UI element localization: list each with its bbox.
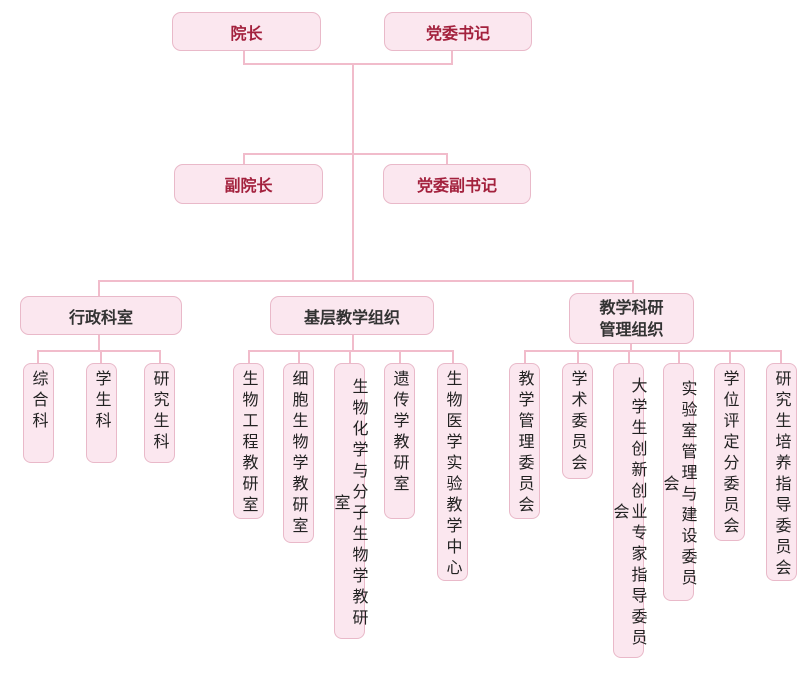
vice-dean-box: 副院长 <box>174 164 323 204</box>
vice-dean-label: 副院长 <box>224 176 273 195</box>
connector <box>446 153 448 164</box>
unit-box: 遗传学教研室 <box>384 363 415 519</box>
dean-box: 院长 <box>172 12 321 51</box>
unit-box: 学位评定分委员会 <box>714 363 745 541</box>
party-secretary-box: 党委书记 <box>384 12 532 51</box>
unit-box: 生物化学与分子生物学教研室 <box>331 363 369 639</box>
unit-label: 研究生科 <box>150 370 170 454</box>
unit-label: 学术委员会 <box>568 370 588 475</box>
connector <box>678 350 680 363</box>
unit-box: 综合科 <box>23 363 54 463</box>
department-label: 管理组织 <box>599 319 664 339</box>
connector <box>352 334 354 350</box>
connector <box>628 350 630 363</box>
department-label: 教学科研 <box>599 297 664 317</box>
unit-box: 研究生培养指导委员会 <box>766 363 797 581</box>
connector <box>243 63 453 65</box>
unit-label: 研究生培养指导委员会 <box>772 370 792 580</box>
connector <box>243 50 245 64</box>
unit-label: 综合科 <box>29 370 49 433</box>
unit-box: 学术委员会 <box>562 363 593 479</box>
unit-label: 实验室管理与建设委员会 <box>660 380 698 590</box>
unit-label: 细胞生物学教研室 <box>289 370 309 538</box>
connector <box>399 350 401 363</box>
unit-label: 学位评定分委员会 <box>720 370 740 538</box>
connector <box>98 334 100 350</box>
connector <box>243 153 448 155</box>
party-secretary-label: 党委书记 <box>425 23 490 43</box>
connector <box>349 350 351 363</box>
department-teaching-units: 基层教学组织 <box>270 296 434 335</box>
connector <box>451 50 453 64</box>
connector <box>352 63 354 281</box>
connector <box>632 280 634 293</box>
unit-label: 遗传学教研室 <box>390 370 410 496</box>
connector <box>243 153 245 164</box>
department-label: 行政科室 <box>68 307 133 327</box>
connector <box>37 350 161 352</box>
connector <box>780 350 782 363</box>
unit-label: 学生科 <box>92 370 112 433</box>
unit-label: 大学生创新创业专家指导委员会 <box>610 377 648 650</box>
department-administration: 行政科室 <box>20 296 182 335</box>
connector <box>524 350 526 363</box>
unit-box: 大学生创新创业专家指导委员会 <box>610 363 648 658</box>
connector <box>100 350 102 363</box>
connector <box>524 350 782 352</box>
connector <box>248 350 250 363</box>
unit-label: 教学管理委员会 <box>515 370 535 517</box>
connector <box>159 350 161 363</box>
unit-box: 细胞生物学教研室 <box>283 363 314 543</box>
deputy-party-secretary-box: 党委副书记 <box>383 164 531 204</box>
department-research-management: 教学科研管理组织 <box>569 293 694 344</box>
connector <box>630 343 632 350</box>
connector <box>98 280 100 296</box>
connector <box>37 350 39 363</box>
unit-box: 研究生科 <box>144 363 175 463</box>
unit-box: 生物医学实验教学中心 <box>437 363 468 581</box>
connector <box>452 350 454 363</box>
deputy-party-secretary-label: 党委副书记 <box>416 176 497 195</box>
connector <box>577 350 579 363</box>
dean-label: 院长 <box>230 23 263 43</box>
unit-label: 生物化学与分子生物学教研室 <box>331 378 369 630</box>
unit-box: 学生科 <box>86 363 117 463</box>
connector <box>298 350 300 363</box>
unit-label: 生物医学实验教学中心 <box>443 370 463 580</box>
unit-label: 生物工程教研室 <box>239 370 259 517</box>
department-label: 基层教学组织 <box>303 307 400 327</box>
connector <box>729 350 731 363</box>
unit-box: 生物工程教研室 <box>233 363 264 519</box>
unit-box: 实验室管理与建设委员会 <box>660 363 698 601</box>
connector <box>98 280 634 282</box>
unit-box: 教学管理委员会 <box>509 363 540 519</box>
